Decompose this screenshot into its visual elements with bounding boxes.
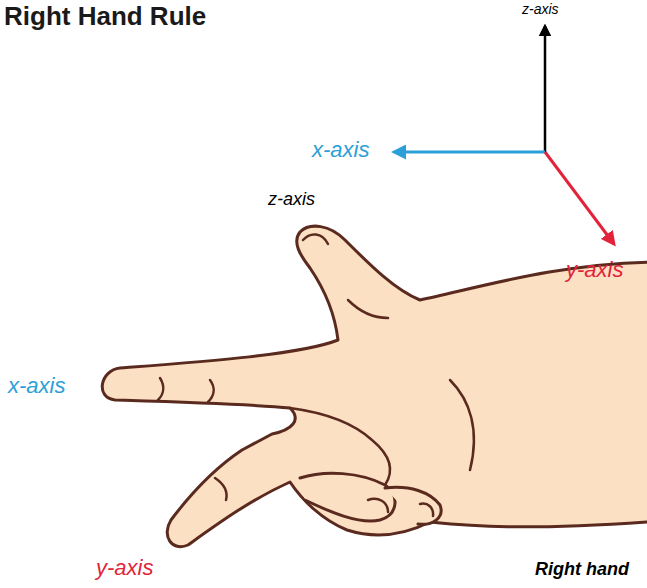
x-axis-arrow — [394, 151, 545, 154]
finger-label: x-axis — [8, 374, 65, 398]
axis-label: y-axis — [566, 258, 623, 282]
finger-gap — [290, 408, 390, 485]
index-knuckle — [158, 378, 163, 400]
index-knuckle — [208, 380, 214, 402]
pinky-nail — [420, 504, 433, 516]
hand-caption: Right hand — [535, 560, 629, 580]
axis-label: x-axis — [312, 138, 369, 162]
thumb-nail — [303, 234, 328, 244]
diagram-title: Right Hand Rule — [4, 2, 206, 31]
pinky-finger — [385, 487, 441, 524]
palm-crease — [450, 380, 474, 470]
middle-knuckle — [215, 478, 227, 500]
ring-nail — [368, 499, 388, 512]
ring-finger — [300, 473, 395, 521]
hand-outline — [102, 226, 647, 547]
thumb-crease — [348, 300, 388, 318]
y-axis-arrow — [545, 152, 614, 244]
finger-label: z-axis — [268, 190, 315, 210]
finger-label: y-axis — [96, 556, 153, 580]
z-axis-arrow — [544, 26, 547, 152]
axis-label: z-axis — [522, 2, 559, 17]
